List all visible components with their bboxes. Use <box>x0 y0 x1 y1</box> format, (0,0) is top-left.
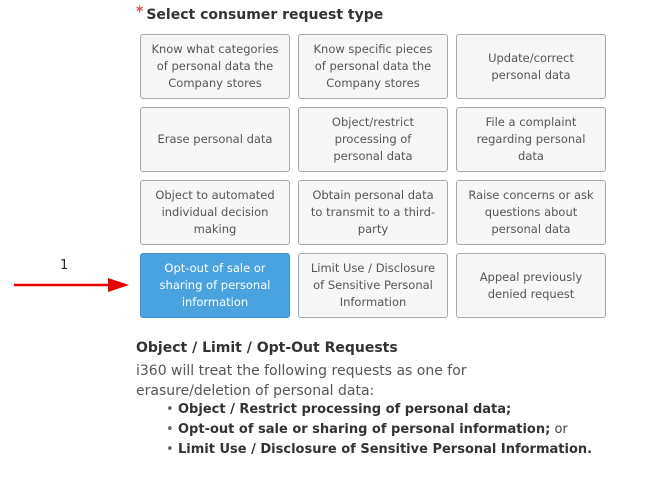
info-description: i360 will treat the following requests a… <box>136 363 467 399</box>
option-raise-concerns[interactable]: Raise concerns or ask questions about pe… <box>456 180 606 245</box>
option-object-automated[interactable]: Object to automated individual decision … <box>140 180 290 245</box>
option-obtain-transmit[interactable]: Obtain personal data to transmit to a th… <box>298 180 448 245</box>
bullet-bold-text: Limit Use / Disclosure of Sensitive Pers… <box>178 442 593 457</box>
required-marker: * <box>136 4 144 20</box>
option-limit-use[interactable]: Limit Use / Disclosure of Sensitive Pers… <box>298 253 448 318</box>
info-bullet-list: • Object / Restrict processing of persona… <box>166 400 592 460</box>
option-erase[interactable]: Erase personal data <box>140 107 290 172</box>
option-object-restrict[interactable]: Object/restrict processing of personal d… <box>298 107 448 172</box>
option-know-categories[interactable]: Know what categories of personal data th… <box>140 34 290 99</box>
bullet-bold-text: Opt-out of sale or sharing of personal i… <box>178 422 551 437</box>
option-opt-out-sale[interactable]: Opt-out of sale or sharing of personal i… <box>140 253 290 318</box>
option-appeal[interactable]: Appeal previously denied request <box>456 253 606 318</box>
request-type-label: *Select consumer request type <box>136 4 384 25</box>
info-bullet-item: • Object / Restrict processing of persona… <box>166 400 592 420</box>
info-bullet-item: • Opt-out of sale or sharing of personal … <box>166 420 592 440</box>
option-know-specific-pieces[interactable]: Know specific pieces of personal data th… <box>298 34 448 99</box>
bullet-dot-icon: • <box>166 442 174 457</box>
request-type-label-text: Select consumer request type <box>146 7 384 23</box>
bullet-dot-icon: • <box>166 402 174 417</box>
bullet-bold-text: Object / Restrict processing of personal… <box>178 402 512 417</box>
option-file-complaint[interactable]: File a complaint regarding personal data <box>456 107 606 172</box>
request-type-options: Know what categories of personal data th… <box>140 34 606 318</box>
bullet-dot-icon: • <box>166 422 174 437</box>
bullet-suffix-text: or <box>550 422 568 437</box>
annotation-number: 1 <box>60 258 69 273</box>
option-update-correct[interactable]: Update/correct personal data <box>456 34 606 99</box>
red-arrow-icon <box>14 278 129 292</box>
info-bullet-item: • Limit Use / Disclosure of Sensitive Per… <box>166 440 592 460</box>
info-title: Object / Limit / Opt-Out Requests <box>136 340 398 356</box>
